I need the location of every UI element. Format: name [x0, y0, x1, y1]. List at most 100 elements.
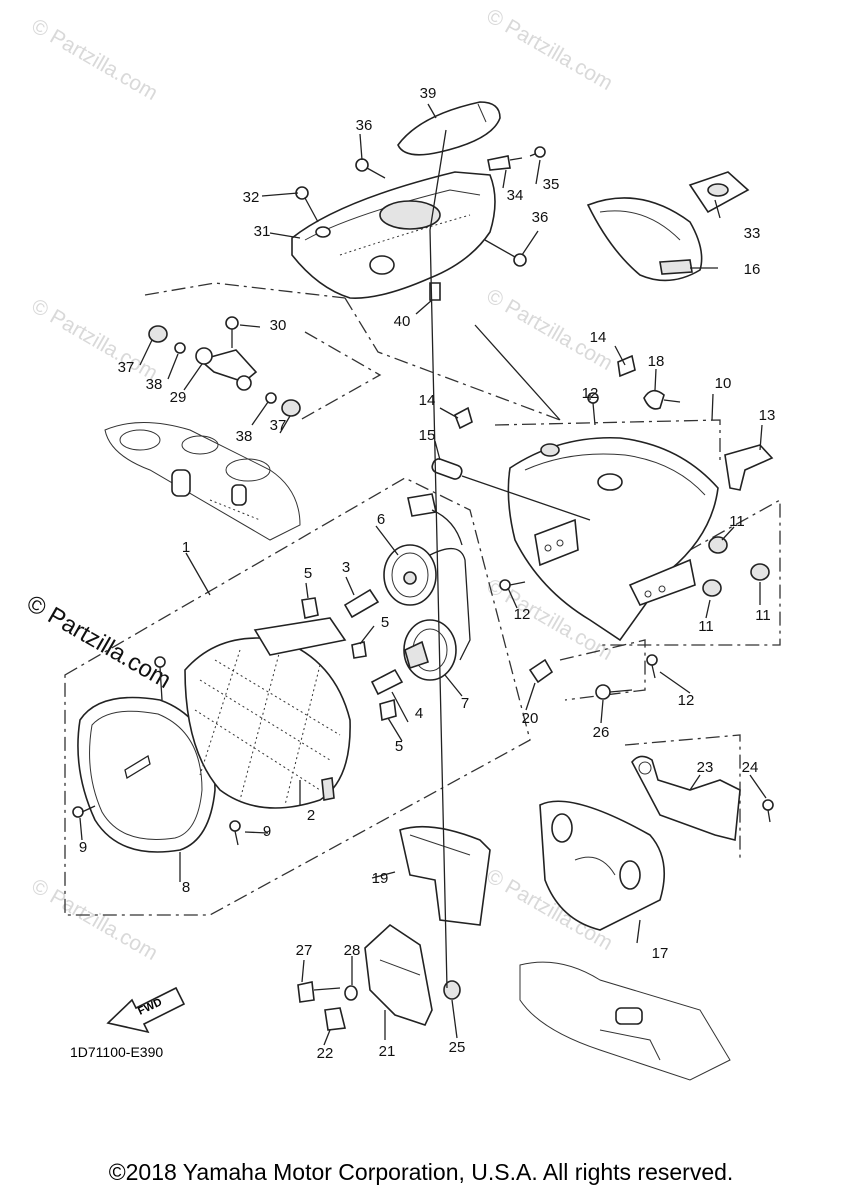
callout-number: 11 — [729, 513, 745, 530]
callout-number: 11 — [755, 607, 771, 624]
copyright-footer: ©2018 Yamaha Motor Corporation, U.S.A. A… — [109, 1159, 734, 1185]
watermark: © Partzilla.com — [28, 874, 162, 965]
lens-cover-39 — [397, 101, 501, 156]
callout-number: 9 — [79, 839, 87, 856]
callout-number: 15 — [419, 427, 436, 444]
callout-number: 13 — [759, 407, 776, 424]
watermark-large: © Partzilla.com — [22, 590, 176, 694]
callout-number: 39 — [420, 85, 437, 102]
callout-number: 2 — [307, 807, 315, 824]
callout-number: 6 — [377, 511, 385, 528]
callout-number: 23 — [697, 759, 714, 776]
callout-number: 37 — [270, 417, 287, 434]
callout-number: 3 — [342, 559, 350, 576]
leader-dashed — [494, 419, 781, 646]
callout-number: 36 — [532, 209, 549, 226]
headlight-lens-2 — [184, 617, 351, 809]
callout-number: 19 — [372, 870, 389, 887]
callout-number: 25 — [449, 1039, 466, 1056]
callout-number: 4 — [415, 705, 423, 722]
position-lamp-7 — [403, 619, 457, 681]
callout-number: 5 — [304, 565, 312, 582]
bulb-4 — [370, 668, 404, 696]
collar-38 — [174, 342, 277, 404]
callout-number: 14 — [419, 392, 436, 409]
callout-number: 8 — [182, 879, 190, 896]
callout-number: 7 — [461, 695, 469, 712]
callout-number: 40 — [394, 313, 411, 330]
callout-number: 14 — [590, 329, 607, 346]
callout-number: 32 — [243, 189, 260, 206]
mount-bracket-29 — [195, 347, 258, 391]
washer-28 — [344, 985, 358, 1001]
callout-number: 1 — [182, 539, 190, 556]
leader-dashed — [559, 639, 741, 860]
callout-number: 22 — [317, 1045, 334, 1062]
position-lamp-6 — [383, 493, 471, 661]
callout-number: 16 — [744, 261, 761, 278]
bolt-27 — [297, 981, 341, 1003]
leader-dashed — [144, 282, 561, 421]
callout-number: 5 — [381, 614, 389, 631]
bracket-23 — [631, 755, 741, 842]
callout-number: 10 — [715, 375, 732, 392]
watermark: © Partzilla.com — [483, 4, 617, 95]
callout-number: 9 — [263, 823, 271, 840]
grommet-15 — [431, 458, 591, 521]
callout-number: 26 — [593, 724, 610, 741]
diagram-code: 1D71100-E390 — [70, 1044, 163, 1060]
cover-16 — [586, 197, 703, 282]
callout-number: 28 — [344, 942, 361, 959]
callout-number: 21 — [379, 1043, 396, 1060]
callout-number: 27 — [296, 942, 313, 959]
headlight-rim-8 — [77, 696, 216, 853]
callout-number: 17 — [652, 945, 669, 962]
callout-number: 37 — [118, 359, 135, 376]
bracket-33 — [688, 171, 750, 214]
meter-cover-31 — [291, 171, 496, 299]
callout-number: 18 — [648, 353, 665, 370]
grommet-25 — [443, 980, 461, 1000]
bolt-24 — [762, 799, 774, 823]
socket-5 — [301, 597, 397, 722]
bulb-3 — [343, 588, 380, 619]
bracket-21 — [364, 923, 433, 1026]
callout-number: 12 — [678, 692, 695, 709]
damper-37 — [148, 325, 301, 417]
callout-number: 38 — [236, 428, 253, 445]
clip-22 — [324, 1007, 346, 1031]
bolt-30 — [225, 316, 239, 348]
callout-number: 12 — [514, 606, 531, 623]
assembly-1-outline — [64, 477, 531, 916]
callout-number: 34 — [507, 187, 524, 204]
callout-number: 31 — [254, 223, 271, 240]
screw-12 — [499, 392, 658, 679]
callout-number: 38 — [146, 376, 163, 393]
callout-number: 33 — [744, 225, 761, 242]
watermark: © Partzilla.com — [28, 14, 162, 105]
upper-bracket — [104, 422, 301, 541]
lower-bracket — [519, 961, 731, 1081]
callout-number: 24 — [742, 759, 759, 776]
clip-20 — [528, 658, 554, 684]
watermark: © Partzilla.com — [28, 294, 162, 385]
callout-number: 11 — [698, 618, 714, 635]
callout-number: 36 — [356, 117, 373, 134]
screw-9 — [72, 656, 241, 846]
bolt-26 — [595, 684, 633, 700]
callout-number: 35 — [543, 176, 560, 193]
callout-number: 12 — [582, 385, 599, 402]
headlight-body-10 — [507, 436, 719, 642]
leader-lines — [79, 103, 767, 1046]
fwd-arrow-icon: FWD — [106, 986, 186, 1034]
callout-layer: 1234555678991011111112121213141415161718… — [79, 85, 776, 1062]
damper-11 — [702, 536, 770, 597]
callout-number: 30 — [270, 317, 287, 334]
cover-17 — [539, 800, 666, 931]
label-14 — [454, 354, 636, 430]
callout-number: 29 — [170, 389, 187, 406]
callout-number: 20 — [522, 710, 539, 727]
callout-number: 5 — [395, 738, 403, 755]
cap-18 — [643, 389, 681, 410]
